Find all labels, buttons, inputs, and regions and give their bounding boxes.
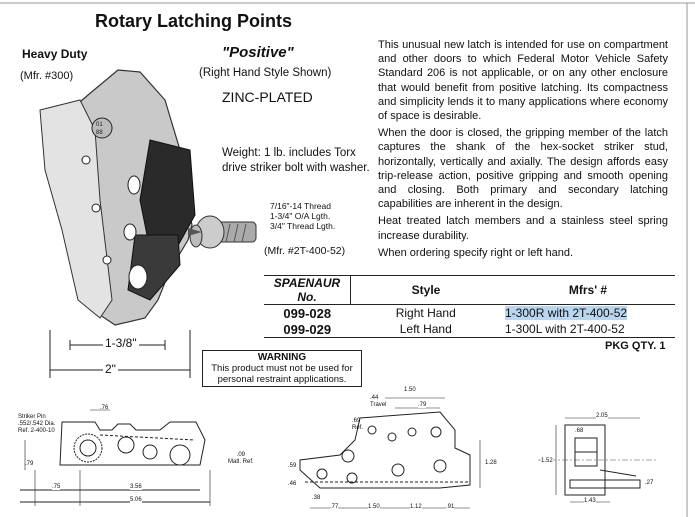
dim-76: .76	[100, 405, 109, 411]
drawing-side-view	[20, 409, 211, 506]
dim-112: 1.12	[410, 504, 422, 510]
row-sku: 099-028	[283, 305, 332, 321]
weight-text: Weight: 1 lb. includes Torx drive strike…	[222, 147, 370, 174]
drawing-front-view	[299, 397, 481, 509]
positive-label: "Positive"	[222, 44, 294, 61]
thread-specs: 7/16"-14 Thread 1-3/4" O/A Lgth. 3/4" Th…	[270, 201, 335, 231]
matl-ref-label: Matl. Ref.	[228, 459, 254, 465]
description-paragraph: When ordering specify right or left hand…	[378, 246, 574, 259]
warning-text: This product must not be used for person…	[211, 363, 353, 385]
header-spaenaur-no: SPAENAUR No.	[264, 275, 351, 305]
svg-text:01: 01	[96, 122, 103, 128]
description-paragraph: When the door is closed, the gripping me…	[378, 127, 668, 211]
dim-143: 1.43	[584, 498, 596, 504]
dim-150-bottom: 1.50	[368, 504, 380, 510]
latch-image: 01 88	[39, 69, 196, 326]
description-paragraph: Heat treated latch members and a stainle…	[378, 215, 668, 242]
thread-spec-3: 3/4" Thread Lgth.	[270, 221, 336, 231]
pkg-qty: PKG QTY. 1	[605, 340, 666, 352]
warning-box: WARNING This product must not be used fo…	[202, 350, 362, 387]
table-row: 099-029 Left Hand 1-300L with 2T-400-52	[264, 321, 675, 338]
svg-text:88: 88	[96, 130, 103, 136]
dim-506: 5.06	[130, 497, 142, 503]
dimension-width: 1-3/8"	[103, 336, 139, 350]
ref-callout: .69 Ref.	[352, 418, 363, 432]
dim-75: .75	[52, 484, 61, 490]
warning-title: WARNING	[257, 352, 307, 363]
dim-38: .38	[312, 495, 321, 501]
product-table: SPAENAUR No. Style Mfrs' # 099-028 Right…	[264, 275, 675, 338]
description: This unusual new latch is intended for u…	[378, 38, 668, 263]
finish-label: ZINC-PLATED	[222, 89, 313, 105]
thread-spec-2: 1-3/4" O/A Lgth.	[270, 211, 331, 221]
dim-44: .44	[370, 395, 379, 401]
dim-59: .59	[288, 463, 297, 469]
dim-68: .68	[575, 428, 584, 434]
bolt-mfr-number: (Mfr. #2T-400-52)	[264, 245, 346, 257]
mfr-number: (Mfr. #300)	[20, 70, 74, 82]
dim-09: .09	[236, 452, 246, 458]
dim-152: 1.52	[541, 458, 553, 464]
dim-69: .69	[352, 418, 361, 424]
dim-79-top: .79	[418, 402, 427, 408]
table-row: 099-028 Right Hand 1-300R with 2T-400-52	[264, 305, 675, 322]
table-header-row: SPAENAUR No. Style Mfrs' #	[264, 275, 675, 305]
travel-label: Travel	[370, 402, 387, 408]
striker-pin-callout: Striker Pin .552/.542 Dia. Ref. 2-400-10	[18, 414, 55, 435]
page-title: Rotary Latching Points	[95, 11, 293, 31]
style-shown-label: (Right Hand Style Shown)	[199, 67, 332, 79]
pin-ref-label: Ref. 2-400-10	[18, 428, 55, 434]
heavy-duty-label: Heavy Duty	[22, 47, 88, 61]
row-mfrs-highlighted[interactable]: 1-300R with 2T-400-52	[505, 306, 628, 320]
travel-callout: .44 Travel	[370, 395, 386, 409]
dim-27: .27	[645, 480, 654, 486]
row-style: Left Hand	[350, 321, 501, 338]
header-style: Style	[350, 275, 501, 305]
striker-pin-label: Striker Pin	[18, 414, 46, 420]
dim-91: .91	[446, 504, 455, 510]
dimension-overall: 2"	[103, 362, 118, 376]
row-style: Right Hand	[395, 306, 456, 320]
dim-128: 1.28	[485, 460, 497, 466]
description-paragraph: This unusual new latch is intended for u…	[378, 39, 668, 123]
row-sku: 099-029	[264, 321, 351, 338]
row-mfrs: 1-300R with 2T-400-52	[501, 305, 675, 322]
striker-bolt-image	[188, 215, 257, 249]
matl-callout: .09 Matl. Ref.	[228, 452, 254, 466]
pin-dia-label: .552/.542 Dia.	[18, 421, 56, 427]
dim-77: .77	[330, 504, 339, 510]
dim-356: 3.56	[130, 484, 142, 490]
drawing-end-view	[538, 417, 658, 503]
header-mfrs: Mfrs' #	[501, 275, 675, 305]
dim-46: .46	[288, 481, 297, 487]
dim-205: 2.05	[596, 413, 608, 419]
thread-spec-1: 7/16"-14 Thread	[270, 201, 331, 211]
dim-79: .79	[25, 461, 34, 467]
dim-150-top: 1.50	[404, 387, 416, 393]
ref-label: Ref.	[352, 425, 364, 431]
row-mfrs: 1-300L with 2T-400-52	[501, 321, 675, 338]
